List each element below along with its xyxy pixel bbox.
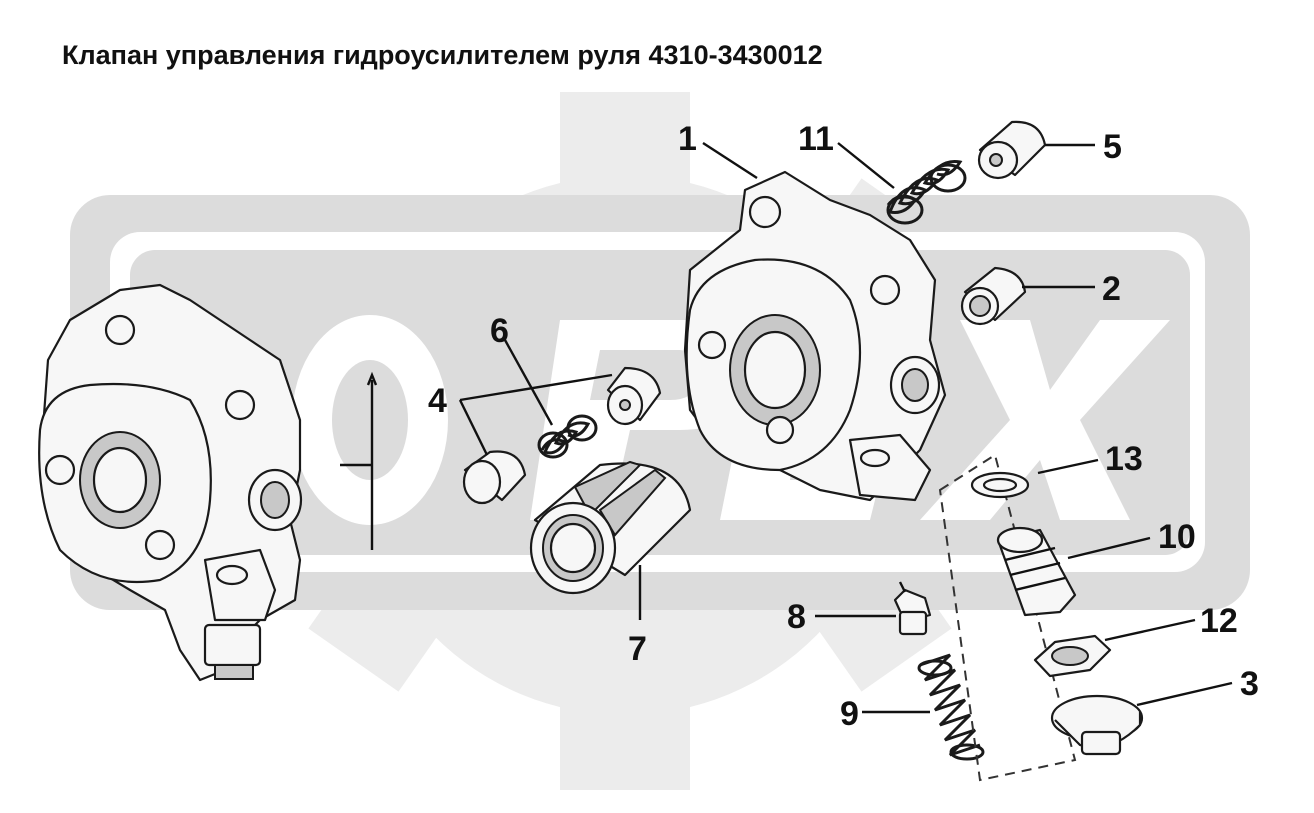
callout-11: 11 [798,120,834,158]
callout-labels: 1 2 3 4 5 6 7 8 9 10 11 12 13 [428,120,1259,733]
part-9-spring [917,653,985,761]
part-4-plungers [462,366,662,505]
callout-7: 7 [628,630,647,668]
part-6-spring [537,414,598,459]
callout-1: 1 [678,120,697,158]
diagram-title: Клапан управления гидроусилителем руля 4… [62,40,823,70]
part-5-plunger [977,120,1047,180]
part-12-nut [1033,634,1112,678]
callout-3: 3 [1240,665,1259,703]
part-8-pin [893,581,932,636]
callout-8: 8 [787,598,806,636]
callout-2: 2 [1102,270,1121,308]
part-13-washer [970,471,1030,499]
callout-13: 13 [1105,440,1143,478]
callout-4: 4 [428,382,447,420]
callout-5: 5 [1103,128,1122,166]
leader-lines [458,141,1233,714]
part-7-spool [529,460,692,595]
callout-10: 10 [1158,518,1196,556]
part-3-cap [1050,694,1144,756]
callout-6: 6 [490,312,509,350]
part-2-plunger [960,266,1027,326]
callout-9: 9 [840,695,859,733]
part-1-valve-body [683,170,947,502]
part-11-spring [886,159,967,225]
callout-12: 12 [1200,602,1238,640]
part-10-screw [996,526,1077,617]
assembled-valve-housing [38,283,378,682]
assembly-guide-dashes [938,453,1077,782]
